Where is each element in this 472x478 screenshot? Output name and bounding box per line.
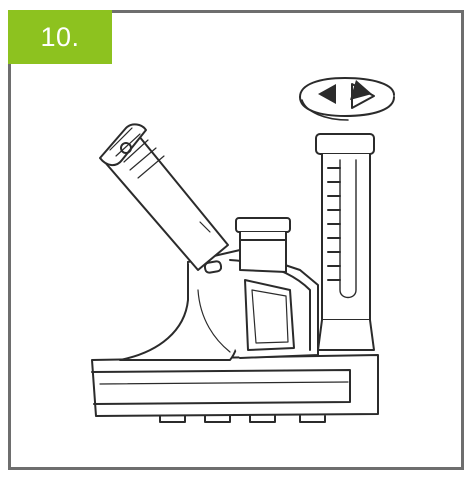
angled-tube [99, 123, 229, 271]
step-number-badge: 10. [8, 10, 112, 64]
vacuum-base [91, 354, 379, 423]
vacuum-body [119, 249, 319, 361]
vertical-tube [315, 133, 375, 351]
step-number-label: 10. [40, 22, 80, 52]
nozzle-cylinder [235, 217, 291, 273]
rotate-arrows-icon [299, 77, 395, 121]
